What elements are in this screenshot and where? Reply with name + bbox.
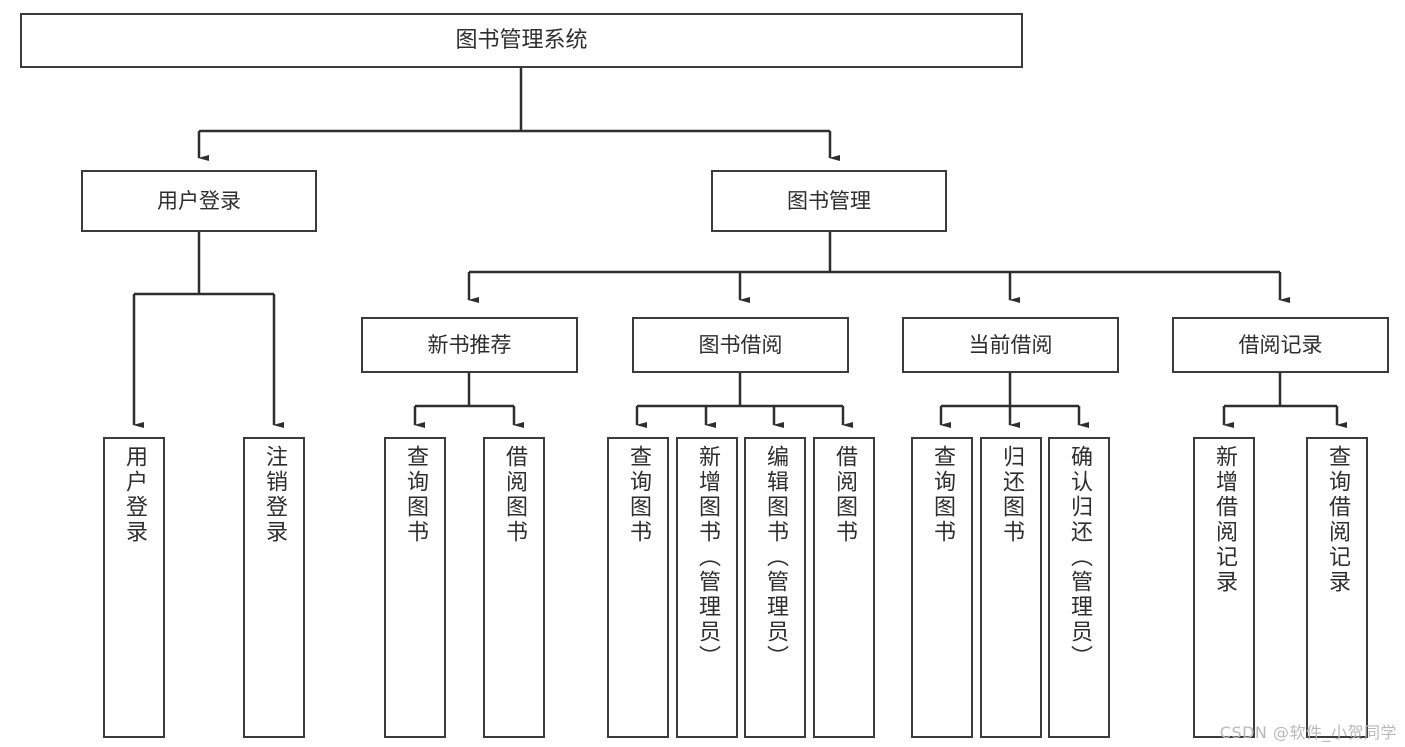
node-book-management[interactable]: 图书管理 bbox=[711, 170, 947, 232]
csdn-watermark: CSDN @软件_小贺同学 bbox=[1219, 723, 1397, 742]
node-label: 新书推荐 bbox=[427, 332, 512, 357]
node-label: 借阅图书 bbox=[502, 445, 527, 545]
leaf-current-query-book[interactable]: 查询图书 bbox=[911, 437, 973, 738]
node-label: 查询图书 bbox=[403, 445, 428, 545]
node-label: 图书管理系统 bbox=[455, 27, 588, 53]
node-root-book-management-system[interactable]: 图书管理系统 bbox=[20, 13, 1023, 68]
leaf-borrow-add-book-admin[interactable]: 新增图书（管理员） bbox=[676, 437, 738, 738]
node-new-book-recommend[interactable]: 新书推荐 bbox=[361, 317, 578, 373]
leaf-current-return-book[interactable]: 归还图书 bbox=[980, 437, 1042, 738]
node-current-borrow[interactable]: 当前借阅 bbox=[902, 317, 1119, 373]
node-label: 注销登录 bbox=[262, 445, 287, 545]
leaf-user-login-logout[interactable]: 注销登录 bbox=[243, 437, 305, 738]
node-label: 图书借阅 bbox=[698, 332, 783, 357]
node-label: 新增图书（管理员） bbox=[695, 445, 720, 670]
node-label: 查询借阅记录 bbox=[1325, 445, 1350, 595]
node-label: 当前借阅 bbox=[968, 332, 1053, 357]
leaf-current-confirm-return-admin[interactable]: 确认归还（管理员） bbox=[1048, 437, 1110, 738]
node-label: 借阅图书 bbox=[832, 445, 857, 545]
node-label: 用户登录 bbox=[157, 188, 241, 213]
leaf-recommend-query-book[interactable]: 查询图书 bbox=[384, 437, 446, 738]
node-label: 归还图书 bbox=[999, 445, 1024, 545]
node-label: 借阅记录 bbox=[1238, 332, 1323, 357]
leaf-record-query-borrow-record[interactable]: 查询借阅记录 bbox=[1306, 437, 1368, 738]
node-label: 查询图书 bbox=[930, 445, 955, 545]
node-label: 用户登录 bbox=[122, 445, 147, 545]
node-label: 确认归还（管理员） bbox=[1067, 445, 1092, 670]
node-borrow-record[interactable]: 借阅记录 bbox=[1172, 317, 1389, 373]
node-label: 图书管理 bbox=[787, 188, 871, 213]
node-label: 查询图书 bbox=[626, 445, 651, 545]
leaf-record-add-borrow-record[interactable]: 新增借阅记录 bbox=[1193, 437, 1255, 738]
node-book-borrow[interactable]: 图书借阅 bbox=[632, 317, 849, 373]
node-label: 新增借阅记录 bbox=[1212, 445, 1237, 595]
leaf-borrow-borrow-book[interactable]: 借阅图书 bbox=[813, 437, 875, 738]
node-label: 编辑图书（管理员） bbox=[763, 445, 788, 670]
node-user-login[interactable]: 用户登录 bbox=[81, 170, 317, 232]
leaf-recommend-borrow-book[interactable]: 借阅图书 bbox=[483, 437, 545, 738]
leaf-borrow-edit-book-admin[interactable]: 编辑图书（管理员） bbox=[744, 437, 806, 738]
leaf-borrow-query-book[interactable]: 查询图书 bbox=[607, 437, 669, 738]
leaf-user-login-login[interactable]: 用户登录 bbox=[103, 437, 165, 738]
